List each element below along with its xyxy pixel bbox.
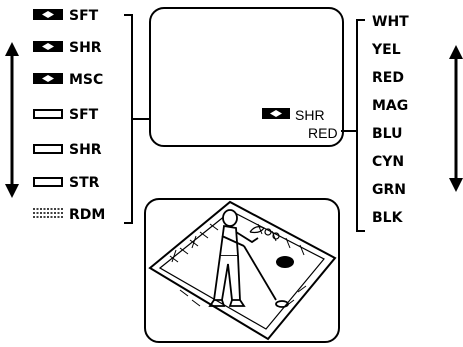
dotted-box-icon — [33, 209, 63, 217]
mode-label: STR — [69, 175, 100, 191]
golfer-illustration — [145, 199, 339, 342]
screen-color-label: RED — [308, 125, 338, 141]
filled-box-icon — [33, 9, 63, 20]
outline-box-icon — [34, 178, 62, 186]
color-item: MAG — [372, 98, 408, 114]
left-double-arrow-icon — [5, 42, 19, 198]
color-list: WHT YEL RED MAG BLU CYN GRN BLK — [371, 14, 409, 226]
filled-box-icon — [262, 108, 290, 119]
mode-label: MSC — [69, 72, 103, 88]
mode-item: MSC — [33, 72, 103, 88]
monitor-screen: SHR RED — [150, 8, 343, 146]
mode-item: SHR — [34, 142, 102, 158]
mode-item: SFT — [33, 8, 99, 24]
mode-label: SHR — [69, 142, 102, 158]
mode-label: SFT — [69, 107, 99, 123]
outline-box-icon — [34, 110, 62, 118]
color-item: WHT — [372, 14, 409, 30]
right-bracket — [341, 20, 365, 231]
filled-box-icon — [33, 41, 63, 52]
outline-box-icon — [34, 145, 62, 153]
right-double-arrow-icon — [449, 45, 463, 192]
mode-item: SHR — [33, 40, 102, 56]
color-item: RED — [372, 70, 404, 86]
color-item: GRN — [372, 182, 406, 198]
filled-box-icon — [33, 73, 63, 84]
mode-label: RDM — [69, 207, 105, 223]
color-item: BLU — [372, 126, 402, 142]
mode-item: STR — [34, 175, 100, 191]
left-mode-list: SFT SHR MSC SFT SHR STR — [33, 8, 105, 223]
mode-item: SFT — [34, 107, 99, 123]
color-item: YEL — [371, 42, 401, 58]
mode-label: SFT — [69, 8, 99, 24]
color-item: CYN — [372, 154, 404, 170]
mode-item: RDM — [33, 207, 105, 223]
screen-mode-label: SHR — [295, 107, 325, 123]
color-item: BLK — [372, 210, 404, 226]
mode-label: SHR — [69, 40, 102, 56]
